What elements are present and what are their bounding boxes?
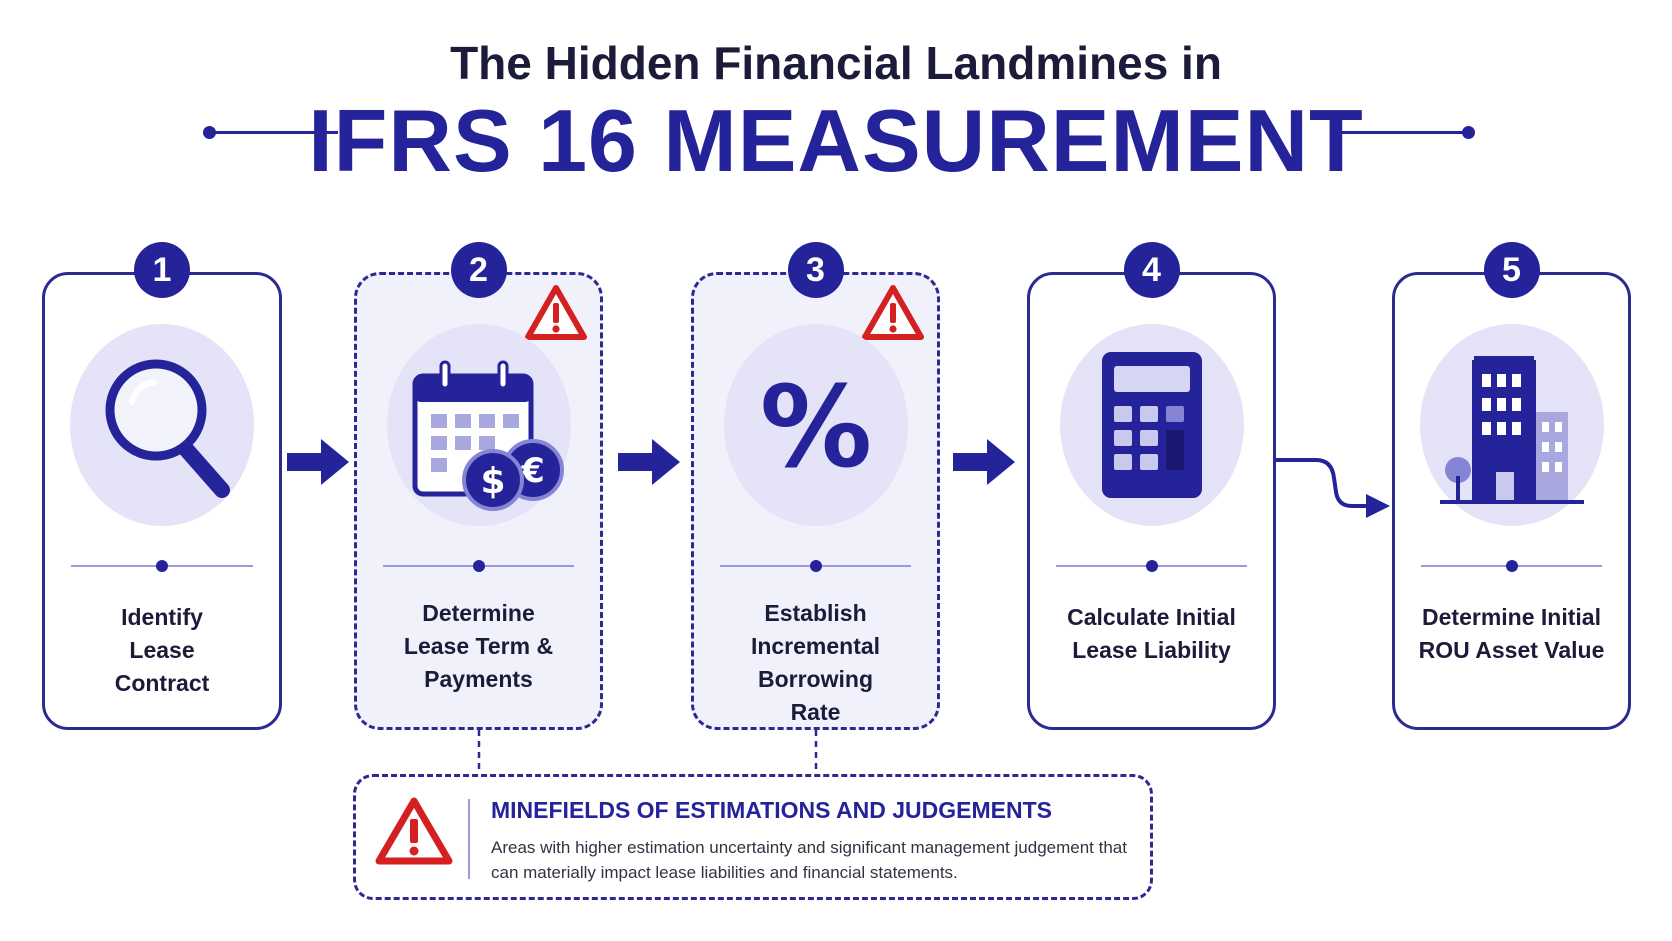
step-label: Calculate Initial Lease Liability	[1067, 604, 1236, 663]
svg-text:$: $	[480, 461, 505, 502]
dashed-link	[477, 730, 481, 776]
arrow-right-icon	[953, 439, 1015, 485]
title-rule-left	[210, 131, 338, 134]
step-number-badge: 1	[134, 242, 190, 298]
calendar-with-coins-icon: € $	[412, 360, 564, 511]
minefields-callout: MINEFIELDS OF ESTIMATIONS AND JUDGEMENTS…	[353, 774, 1153, 900]
step-number-badge: 4	[1123, 242, 1180, 298]
separator-dot	[156, 560, 168, 572]
svg-text:%: %	[759, 363, 871, 493]
warning-triangle-icon	[375, 797, 453, 865]
icon-circle	[1419, 324, 1604, 526]
separator-dot	[1145, 560, 1158, 572]
title-rule-right-dot	[1462, 126, 1475, 139]
step-card-2: 2 € $ Determine Lease Term & Payments	[354, 242, 603, 730]
title-rule-right	[1338, 131, 1468, 134]
arrow-right-icon	[618, 439, 680, 485]
icon-circle	[70, 324, 254, 526]
step-card-5: 5 Determine Initial ROU Asset Value	[1392, 242, 1631, 730]
callout-divider	[468, 799, 470, 879]
calculator-icon	[1101, 352, 1202, 498]
step-card-1: 1 Identify Lease Contract	[42, 242, 282, 730]
warning-triangle-icon	[862, 285, 924, 340]
svg-text:€: €	[520, 451, 545, 491]
callout-description: Areas with higher estimation uncertainty…	[491, 838, 1127, 882]
separator-dot	[809, 560, 822, 572]
arrow-right-icon	[287, 439, 349, 485]
curved-arrow-icon	[1276, 458, 1390, 518]
office-building-icon	[1439, 356, 1584, 504]
icon-circle: %	[723, 324, 908, 526]
magnifying-glass-icon	[105, 359, 230, 498]
title-line-2: IFRS 16 MEASUREMENT	[308, 91, 1364, 190]
step-number-badge: 3	[787, 242, 844, 298]
icon-circle: € $	[386, 324, 571, 526]
percent-icon: %	[759, 363, 871, 493]
step-label: Identify Lease Contract	[114, 604, 210, 696]
step-label: Determine Lease Term & Payments	[403, 600, 554, 692]
step-label: Determine Initial ROU Asset Value	[1418, 604, 1605, 663]
step-number-badge: 5	[1483, 242, 1540, 298]
title-line-1: The Hidden Financial Landmines in	[450, 37, 1222, 89]
separator-dot	[1505, 560, 1518, 572]
warning-triangle-icon	[525, 285, 587, 340]
separator-dot	[472, 560, 485, 572]
step-label: Establish Incremental Borrowing Rate	[750, 600, 881, 725]
step-card-4: 4 Calculate Initial Lease Liability	[1027, 242, 1276, 730]
callout-title: MINEFIELDS OF ESTIMATIONS AND JUDGEMENTS	[491, 797, 1052, 823]
step-card-3: 3 % Establish Incremental Borrowing Rate	[691, 242, 940, 730]
title-rule-left-dot	[203, 126, 216, 139]
icon-circle	[1059, 324, 1244, 526]
step-number-badge: 2	[450, 242, 507, 298]
dashed-link	[814, 730, 818, 776]
